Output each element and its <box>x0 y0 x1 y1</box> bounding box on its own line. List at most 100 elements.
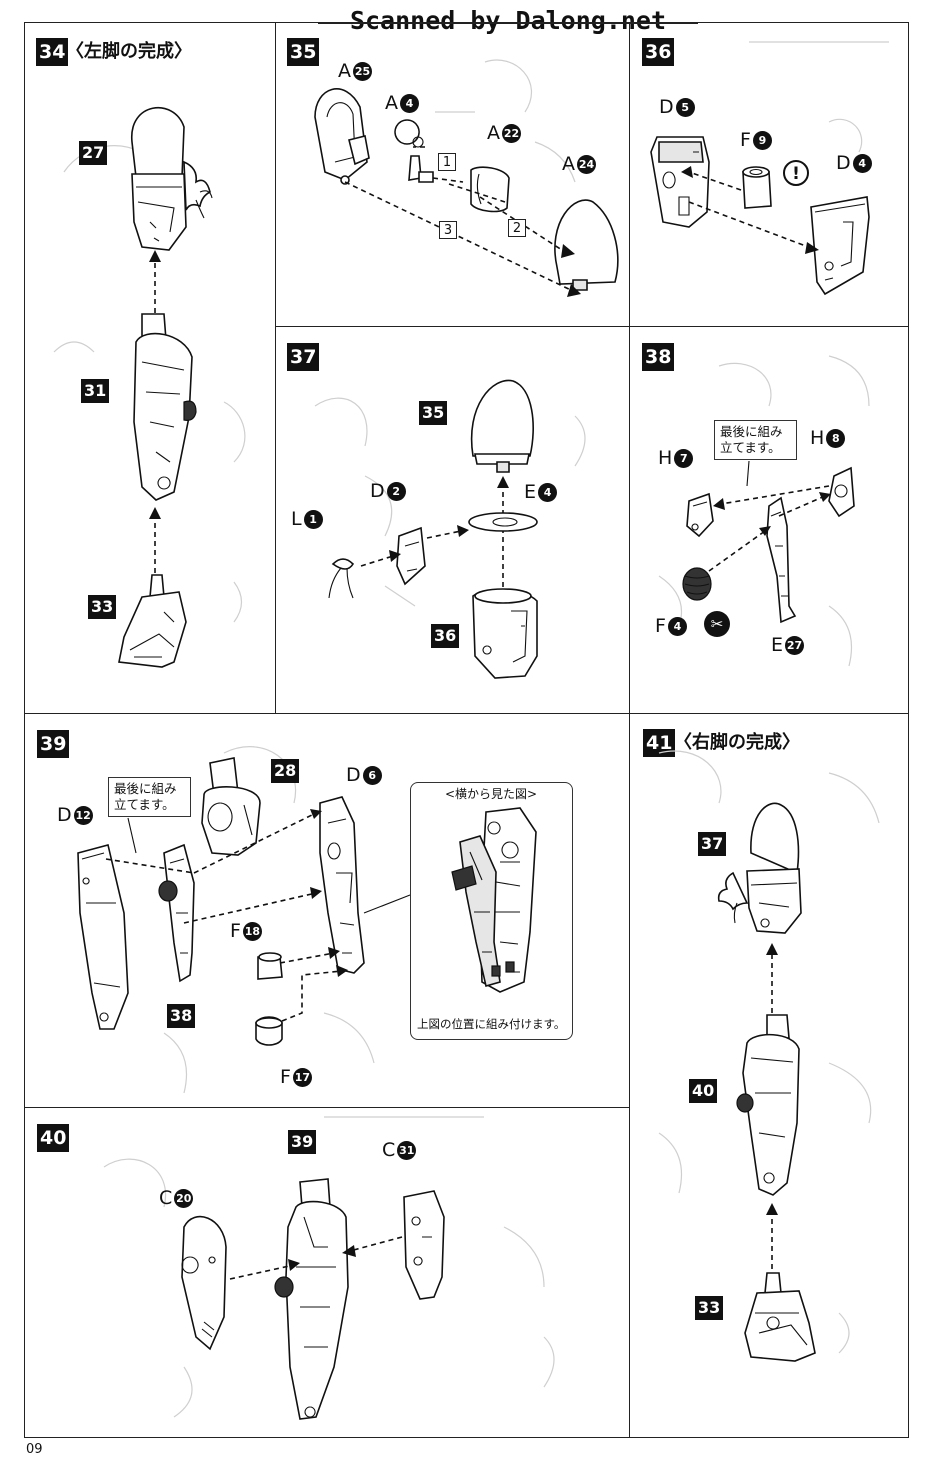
part-letter: D <box>370 480 385 502</box>
part-number: 20 <box>174 1188 194 1208</box>
part-number: 18 <box>242 921 262 941</box>
part-number: 8 <box>826 428 846 448</box>
assembly-order-1: 1 <box>438 153 456 171</box>
part-letter: F <box>280 1066 291 1088</box>
assembly-ref-28: 28 <box>271 759 300 783</box>
cut-gate-icon: ✂ <box>704 611 730 637</box>
assembly-ref-36: 36 <box>431 624 460 648</box>
part-number: 22 <box>502 123 521 143</box>
side-view-illustration <box>451 807 537 993</box>
step-36-number: 36 <box>642 38 675 66</box>
step-40-number: 40 <box>37 1124 70 1152</box>
part-number: 17 <box>292 1067 312 1087</box>
assemble-last-note: 最後に組み 立てます。 <box>714 420 797 460</box>
step-41-panel <box>629 713 909 1438</box>
part-letter: A <box>487 122 500 144</box>
part-letter: F <box>655 615 666 637</box>
assembly-ref-38: 38 <box>167 1004 196 1028</box>
assembly-ref-27: 27 <box>79 141 108 165</box>
part-letter: H <box>810 427 825 449</box>
side-view-title: <横から見た図> <box>445 787 538 801</box>
step-41-number: 41 <box>643 729 676 757</box>
part-letter: A <box>338 60 351 82</box>
assembly-ref-37: 37 <box>698 832 727 856</box>
part-number: 25 <box>353 61 372 81</box>
part-number: 7 <box>674 448 694 468</box>
part-letter: E <box>524 481 537 503</box>
part-letter: L <box>291 508 302 530</box>
part-number: 4 <box>538 482 558 502</box>
part-number: 27 <box>785 635 805 655</box>
assembly-ref-33: 33 <box>695 1296 724 1320</box>
part-number: 6 <box>362 765 382 785</box>
step-34-illustration <box>53 106 246 668</box>
step-41-illustration <box>658 750 880 1362</box>
part-number: 12 <box>73 805 93 825</box>
assembly-ref-35: 35 <box>419 401 448 425</box>
step-38-number: 38 <box>642 343 675 371</box>
page-number: 09 <box>26 1442 43 1457</box>
part-number: 2 <box>386 481 406 501</box>
part-letter: D <box>836 152 851 174</box>
step-35-number: 35 <box>287 38 320 66</box>
step-35-illustration <box>314 59 619 297</box>
step-38-illustration <box>658 355 870 667</box>
assembly-ref-33: 33 <box>88 595 117 619</box>
part-letter: D <box>346 764 361 786</box>
assembly-order-2: 2 <box>508 219 526 237</box>
part-letter: E <box>771 634 784 656</box>
step-40-illustration <box>103 1116 555 1420</box>
part-number: 31 <box>397 1140 417 1160</box>
part-number: 9 <box>752 130 772 150</box>
step-34-number: 34 <box>36 38 69 66</box>
step-41-title: 〈右脚の完成〉 <box>674 732 800 753</box>
part-letter: A <box>562 153 575 175</box>
part-number: 4 <box>852 153 872 173</box>
step-36-illustration <box>650 41 889 296</box>
assembly-order-3: 3 <box>439 221 457 239</box>
part-letter: D <box>659 96 674 118</box>
part-letter: C <box>159 1187 173 1209</box>
part-letter: A <box>385 92 398 114</box>
part-number: 24 <box>577 154 596 174</box>
part-number: 5 <box>675 97 695 117</box>
part-letter: F <box>740 129 751 151</box>
assembly-ref-31: 31 <box>81 379 110 403</box>
part-number: 4 <box>400 93 419 113</box>
assembly-ref-40: 40 <box>689 1079 718 1103</box>
scanner-watermark: Scanned by Dalong.net <box>318 4 698 38</box>
step-34-title: 〈左脚の完成〉 <box>66 41 192 62</box>
part-letter: D <box>57 804 72 826</box>
part-letter: C <box>382 1139 396 1161</box>
caution-icon: ! <box>783 160 809 186</box>
part-letter: F <box>230 920 241 942</box>
step-39-illustration <box>77 746 411 1094</box>
part-letter: H <box>658 447 673 469</box>
side-view-note: 上図の位置に組み付けます。 <box>417 1017 566 1031</box>
part-number: 4 <box>667 616 687 636</box>
step-39-number: 39 <box>37 730 70 758</box>
step-37-number: 37 <box>287 343 320 371</box>
part-number: 1 <box>303 509 323 529</box>
step-37-illustration <box>314 379 586 679</box>
assemble-last-note: 最後に組み 立てます。 <box>108 777 191 817</box>
